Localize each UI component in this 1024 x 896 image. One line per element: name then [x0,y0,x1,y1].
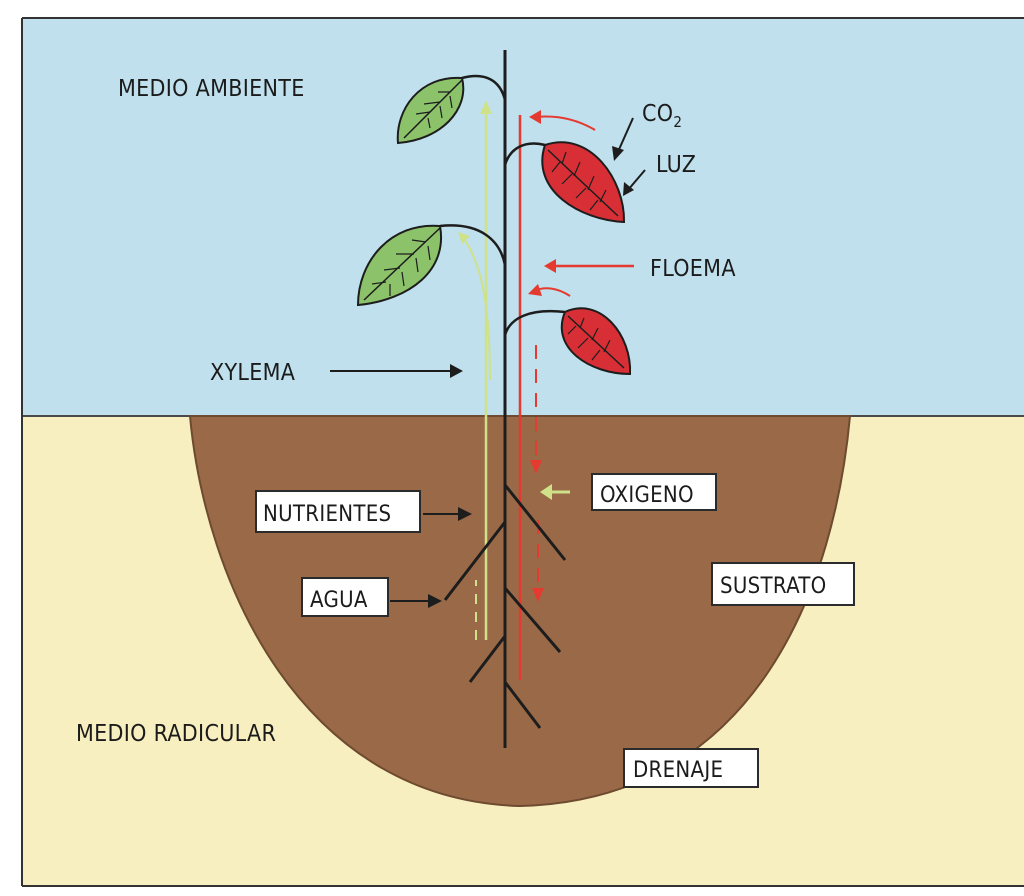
label-floema: FLOEMA [650,256,736,282]
label-drenaje: DRENAJE [633,758,723,783]
label-co2-subscript: 2 [673,113,682,131]
label-xylema: XYLEMA [210,360,295,386]
label-oxigeno: OXIGENO [600,483,694,508]
label-medio-radicular: MEDIO RADICULAR [76,721,276,747]
label-co2-main: CO [642,101,673,127]
label-agua: AGUA [310,588,368,613]
label-luz: LUZ [656,152,696,178]
label-medio-ambiente: MEDIO AMBIENTE [118,76,305,102]
label-sustrato: SUSTRATO [720,574,826,599]
label-nutrientes: NUTRIENTES [263,502,391,527]
